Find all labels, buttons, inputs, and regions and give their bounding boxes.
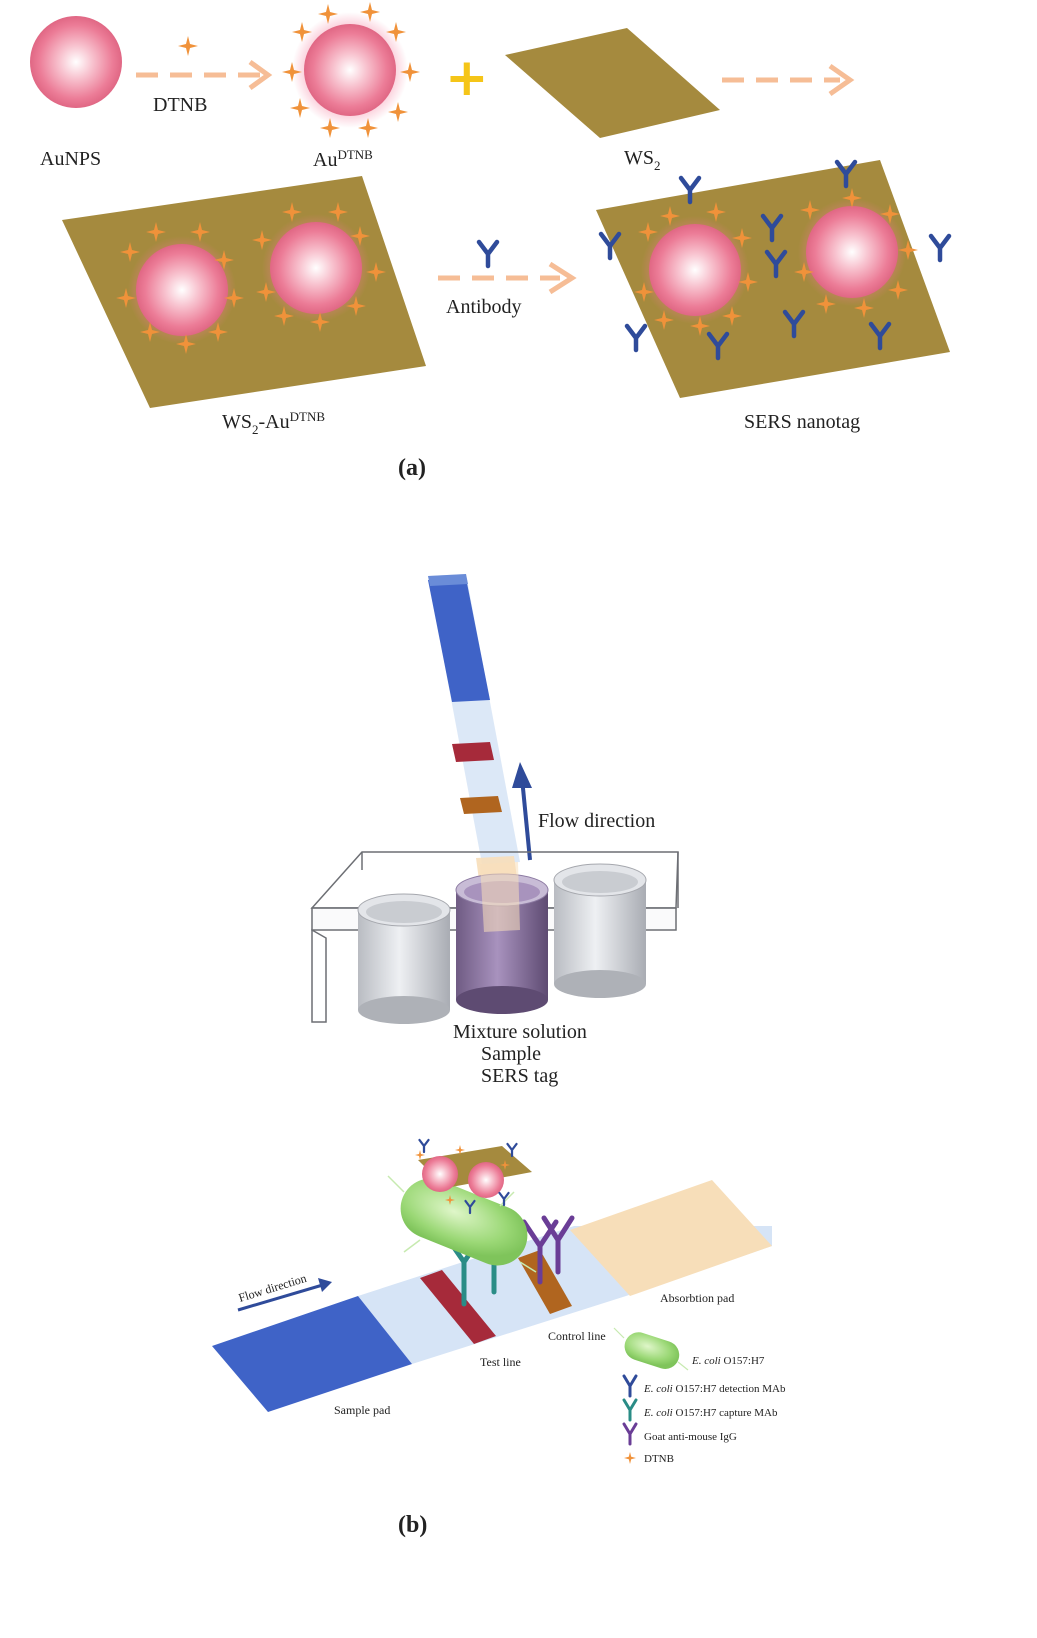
ws2-au-dtnb-composite (62, 176, 426, 408)
dtnb-arrow (136, 36, 273, 91)
legend-item-dtnb: DTNB (644, 1453, 674, 1465)
legend-item-bacterium: E. coli O157:H7 (691, 1355, 765, 1367)
well-cup-right (553, 863, 647, 998)
au-dtnb-label: AuDTNB (313, 147, 373, 171)
ws2-au-dtnb-label: WS2-AuDTNB (222, 409, 325, 437)
detection-antibody-icon (622, 1374, 638, 1398)
igg-antibody-icon (622, 1422, 638, 1446)
test-line-label: Test line (480, 1355, 521, 1369)
test-line (420, 1270, 496, 1344)
mixture-line-2: Sample (481, 1043, 541, 1065)
ws2-label: WS2 (624, 147, 661, 173)
absorption-pad-label: Absorbtion pad (660, 1291, 734, 1305)
sers-nanotag-label: SERS nanotag (744, 411, 860, 433)
ws2-arrow (722, 63, 855, 97)
strip-flow-arrow (237, 1278, 332, 1312)
antibody-label: Antibody (446, 296, 522, 318)
aunps-label: AuNPS (40, 148, 101, 170)
bound-sers-tag (415, 1138, 532, 1215)
plus-sign: + (445, 48, 489, 108)
capture-antibody-icon (622, 1398, 638, 1422)
vertical-test-strip (428, 574, 520, 902)
absorption-pad (570, 1180, 772, 1296)
panel-b-device: Flow direction (310, 574, 679, 1087)
au-dtnb-particle (282, 2, 420, 138)
sample-pad (212, 1296, 412, 1412)
mixture-line-1: Mixture solution (453, 1021, 587, 1043)
ws2-sheet (505, 28, 720, 138)
well-cup-left (357, 893, 451, 1024)
mixture-line-3: SERS tag (481, 1065, 558, 1087)
control-line-label: Control line (548, 1329, 606, 1343)
panel-b-strip-diagram: Flow direction (212, 1138, 786, 1538)
dtnb-reagent-label: DTNB (153, 94, 207, 116)
legend-item-capture-mab: E. coli O157:H7 capture MAb (643, 1407, 778, 1419)
bound-bacterium (387, 1175, 537, 1273)
sers-nanotag (596, 160, 950, 398)
aunp-sphere (30, 16, 122, 108)
bacterium-icon (613, 1327, 689, 1371)
legend-item-igg: Goat anti-mouse IgG (644, 1431, 737, 1443)
legend: E. coli O157:H7 E. coli O157:H7 detectio… (613, 1327, 786, 1465)
legend-item-detection-mab: E. coli O157:H7 detection MAb (643, 1383, 786, 1395)
control-line (518, 1250, 572, 1314)
flow-direction-arrow (512, 762, 532, 861)
flow-direction-label: Flow direction (538, 810, 655, 832)
igg-antibodies (521, 1215, 575, 1285)
panel-a-caption: (a) (398, 455, 426, 481)
dtnb-star-icon (624, 1452, 636, 1464)
sample-pad-label: Sample pad (334, 1403, 390, 1417)
panel-a: AuNPS DTNB AuDTNB + WS2 (30, 2, 950, 481)
antibody-arrow (438, 242, 577, 295)
panel-b-caption: (b) (398, 1512, 427, 1538)
